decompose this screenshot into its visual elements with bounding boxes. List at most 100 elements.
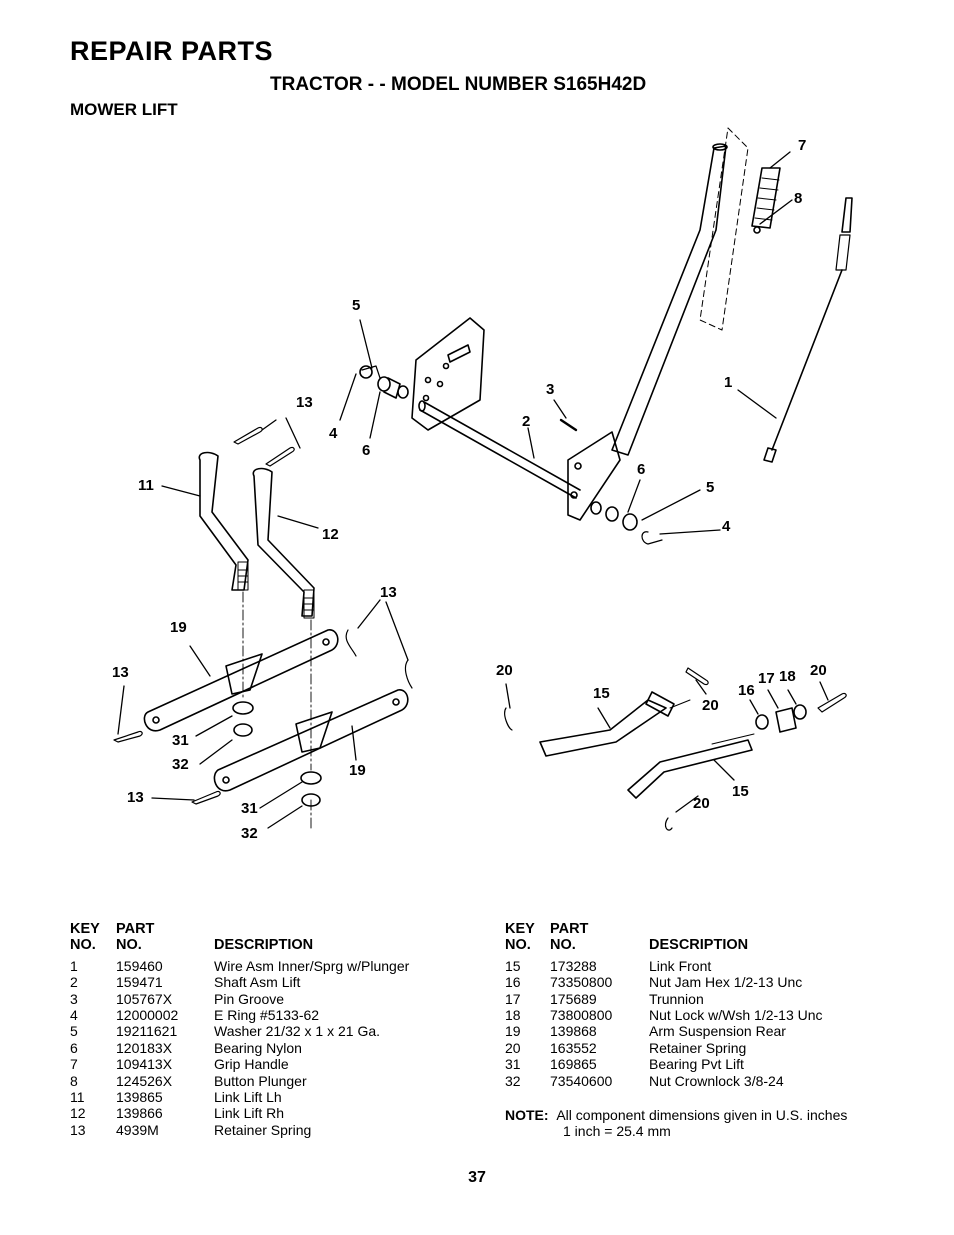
lift-lever (611, 145, 727, 456)
callout-31: 31 (172, 732, 189, 749)
part-number-cell: 169865 (550, 1056, 597, 1073)
page-title: REPAIR PARTS (70, 36, 274, 66)
callout-13: 13 (296, 394, 313, 411)
col-description-header: DESCRIPTION (649, 937, 749, 954)
note-line1: All component dimensions given in U.S. i… (556, 1107, 848, 1123)
table-row: 12 139866 Link Lift Rh (70, 1105, 409, 1121)
description-cell: Shaft Asm Lift (214, 974, 301, 991)
part-number-cell: 139865 (116, 1089, 163, 1106)
callout-15: 15 (593, 685, 610, 702)
key-cell: 20 (505, 1039, 521, 1056)
callout-15: 15 (732, 783, 749, 800)
model-subtitle: TRACTOR - - MODEL NUMBER S165H42D (270, 74, 647, 95)
key-cell: 16 (505, 974, 521, 991)
part-number-cell: 139868 (550, 1023, 597, 1040)
callout-31: 31 (241, 800, 258, 817)
callout-12: 12 (322, 526, 339, 543)
callout-4: 4 (329, 425, 338, 442)
callout-32: 32 (241, 825, 258, 842)
link-front-lower (627, 739, 753, 799)
description-cell: Arm Suspension Rear (649, 1023, 786, 1040)
key-cell: 19 (505, 1023, 521, 1040)
part-number-cell: 4939M (116, 1121, 159, 1138)
link-front-upper (539, 699, 667, 757)
description-cell: Pin Groove (214, 990, 285, 1007)
description-cell: Retainer Spring (214, 1121, 312, 1138)
key-cell: 12 (70, 1105, 86, 1122)
part-number-cell: 159460 (116, 957, 163, 974)
description-cell: Washer 21/32 x 1 x 21 Ga. (214, 1023, 381, 1040)
part-number-cell: 109413X (116, 1056, 173, 1073)
note-line2: 1 inch = 25.4 mm (563, 1123, 671, 1140)
part-number-cell: 124526X (116, 1072, 173, 1089)
col-description-header: DESCRIPTION (214, 937, 314, 954)
part-number-cell: 105767X (116, 990, 173, 1007)
callout-5: 5 (352, 297, 360, 314)
key-cell: 1 (70, 957, 78, 974)
key-cell: 5 (70, 1023, 78, 1040)
callout-11: 11 (138, 477, 154, 494)
table-row: 3 105767X Pin Groove (70, 991, 409, 1007)
wire-plunger (841, 197, 853, 233)
part-number-cell: 73800800 (550, 1007, 613, 1024)
lever-bracket (567, 431, 621, 521)
part-number-cell: 139866 (116, 1105, 163, 1122)
cross-shaft (419, 401, 581, 499)
callout-3: 3 (546, 381, 554, 398)
callout-13: 13 (380, 584, 397, 601)
callout-20: 20 (702, 697, 719, 714)
callout-5: 5 (706, 479, 714, 496)
key-cell: 31 (505, 1056, 521, 1073)
callout-4: 4 (722, 518, 731, 535)
parts-diagram: 7 8 5 13 4 6 3 2 1 11 12 6 5 4 13 19 13 … (112, 127, 853, 842)
table-row: 15 173288 Link Front (505, 954, 823, 974)
key-cell: 7 (70, 1056, 78, 1073)
key-cell: 18 (505, 1007, 521, 1024)
part-number-cell: 12000002 (116, 1007, 179, 1024)
callout-6: 6 (362, 442, 370, 459)
description-cell: Link Lift Rh (214, 1105, 285, 1122)
callout-1: 1 (724, 374, 732, 391)
description-cell: Grip Handle (214, 1056, 289, 1073)
callout-16: 16 (738, 682, 755, 699)
part-number-cell: 19211621 (116, 1023, 178, 1040)
callout-20: 20 (496, 662, 513, 679)
part-number-cell: 159471 (116, 974, 163, 991)
callout-19: 19 (170, 619, 187, 636)
description-cell: Wire Asm Inner/Sprg w/Plunger (214, 957, 410, 974)
description-cell: Button Plunger (214, 1072, 307, 1089)
key-cell: 3 (70, 990, 78, 1007)
table-row: 7 109413X Grip Handle (70, 1056, 409, 1072)
description-cell: Nut Lock w/Wsh 1/2-13 Unc (649, 1007, 823, 1024)
section-heading: MOWER LIFT (70, 100, 178, 119)
part-number-cell: 73350800 (550, 974, 613, 991)
part-number-cell: 173288 (550, 957, 597, 974)
description-cell: E Ring #5133-62 (214, 1007, 320, 1024)
callout-8: 8 (794, 190, 802, 207)
callout-6: 6 (637, 461, 645, 478)
description-cell: Link Front (649, 957, 712, 974)
key-cell: 11 (70, 1089, 85, 1106)
part-number-cell: 163552 (550, 1039, 597, 1056)
callout-19: 19 (349, 762, 366, 779)
key-cell: 15 (505, 957, 521, 974)
note-label: NOTE: (505, 1107, 549, 1123)
arm-suspension-upper (143, 629, 339, 732)
